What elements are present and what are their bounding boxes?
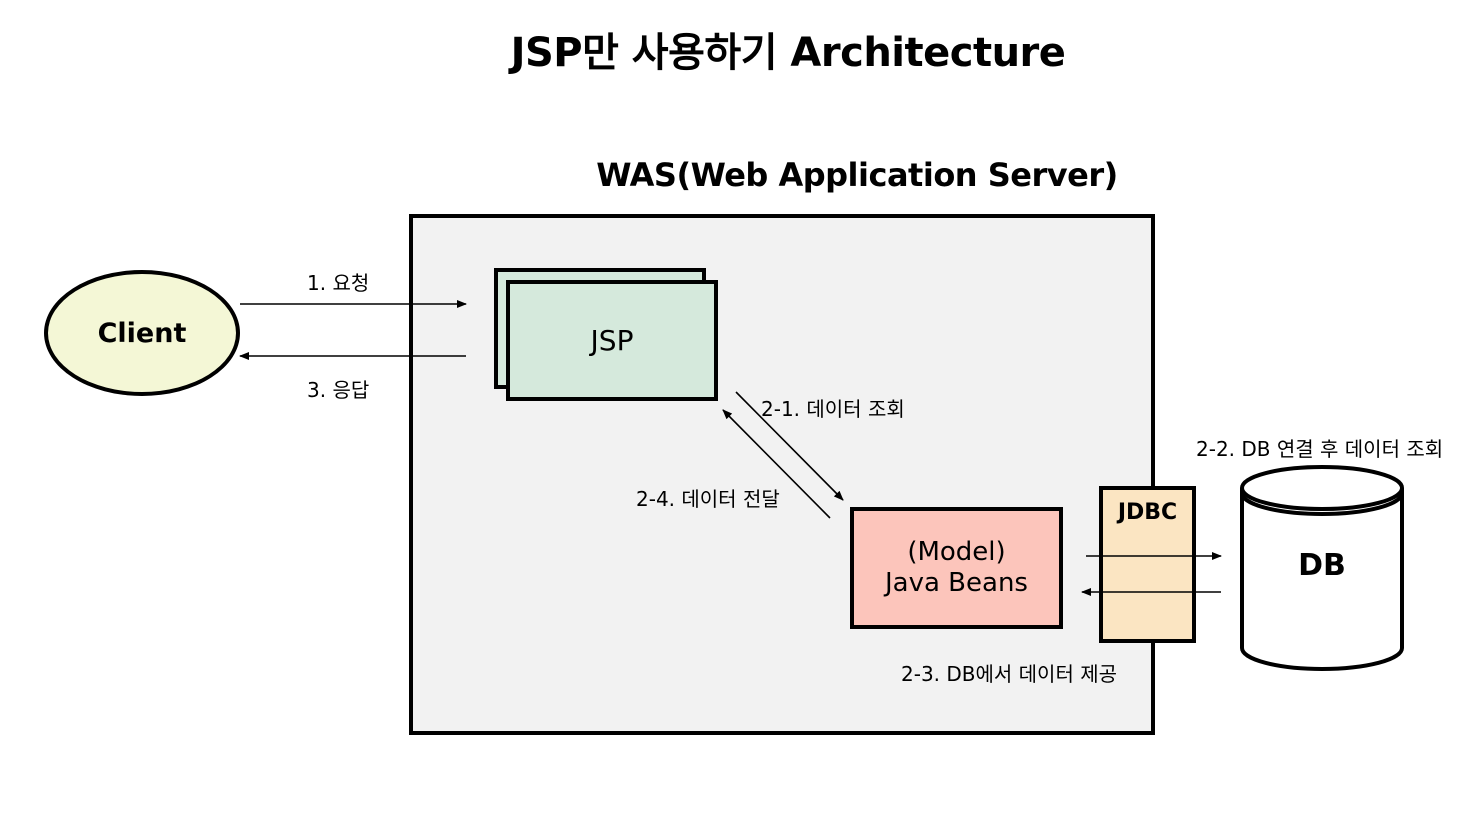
client-node: Client (44, 270, 240, 396)
model-label-line2: Java Beans (885, 568, 1028, 598)
deliver-label: 2-4. 데이터 전달 (636, 487, 780, 511)
jdbc-label: JDBC (1117, 500, 1178, 525)
response-label: 3. 응답 (307, 378, 370, 402)
db-provide-label: 2-3. DB에서 데이터 제공 (901, 662, 1118, 686)
client-label: Client (97, 317, 187, 349)
jsp-label: JSP (590, 324, 634, 357)
deliver-arrow (722, 409, 831, 519)
model-node: (Model) Java Beans (850, 507, 1063, 629)
diagram-title: JSP만 사용하기 Architecture (510, 30, 1066, 76)
db-query-label: 2-2. DB 연결 후 데이터 조회 (1196, 437, 1444, 461)
db-cylinder (1240, 465, 1404, 671)
was-title: WAS(Web Application Server) (596, 156, 1118, 194)
jsp-node: JSP (506, 280, 718, 401)
query-label: 2-1. 데이터 조회 (761, 397, 905, 421)
db-label: DB (1298, 548, 1346, 583)
jdbc-node: JDBC (1099, 486, 1196, 643)
model-label-line1: (Model) (907, 537, 1006, 567)
query-arrow (735, 391, 844, 501)
request-label: 1. 요청 (307, 271, 370, 295)
